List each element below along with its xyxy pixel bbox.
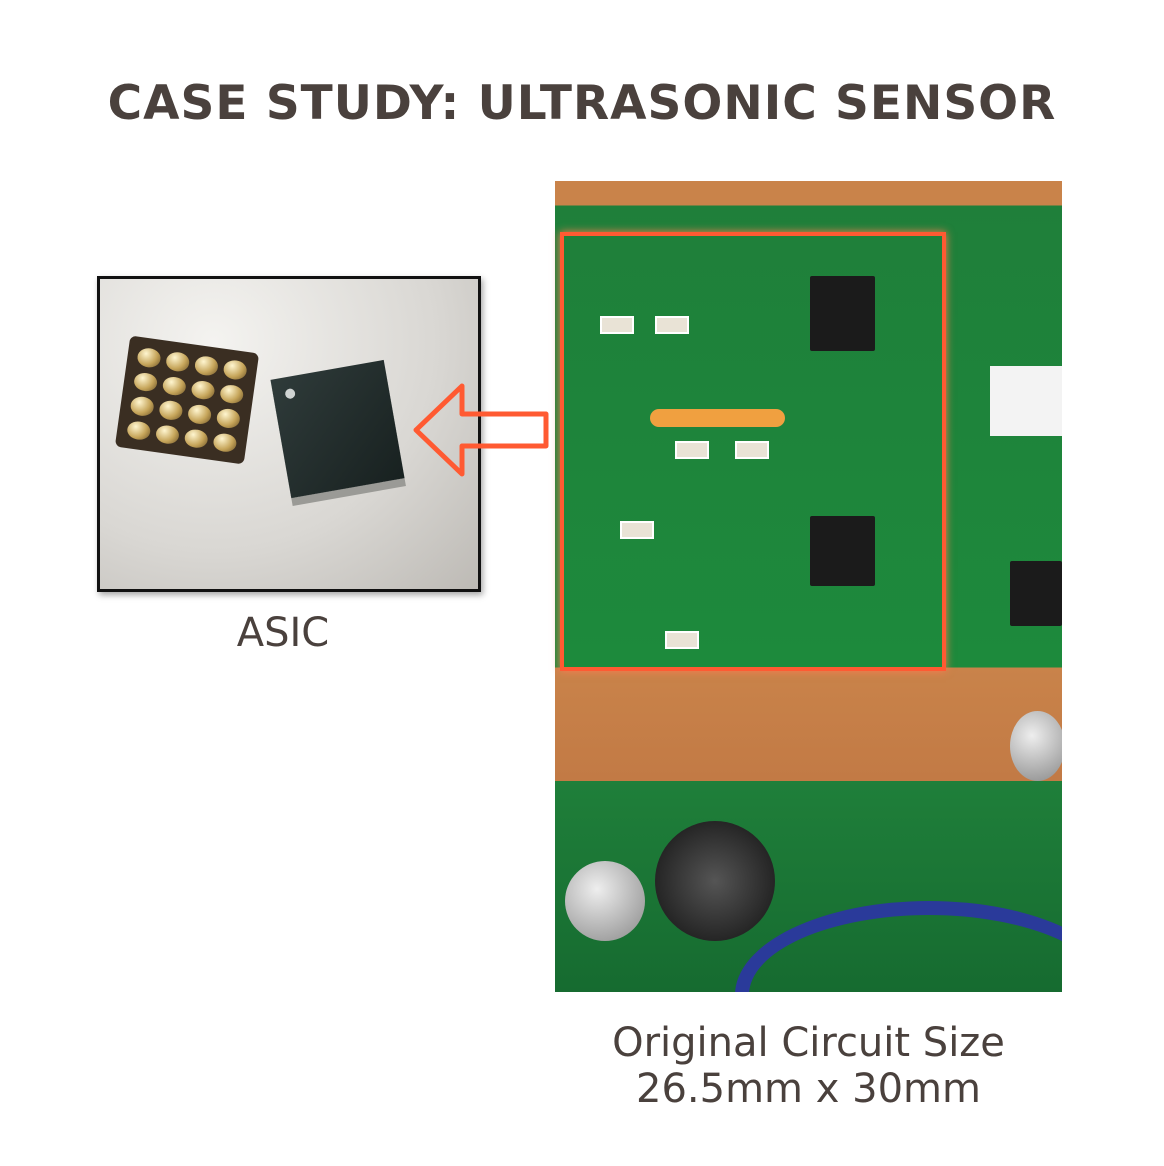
asic-chip-top (270, 359, 405, 499)
circuit-caption: Original Circuit Size 26.5mm x 30mm (555, 1020, 1062, 1112)
caption-line-2: 26.5mm x 30mm (636, 1066, 981, 1112)
pcb-label-sticker (990, 366, 1062, 436)
slide-title: CASE STUDY: ULTRASONIC SENSOR (107, 76, 1057, 131)
bga-chip-underside (114, 335, 260, 465)
caption-line-1: Original Circuit Size (612, 1020, 1005, 1066)
highlight-box (560, 232, 946, 671)
circuit-board-photo (555, 181, 1062, 992)
asic-label: ASIC (236, 610, 330, 656)
arrow-left-icon (413, 383, 549, 477)
